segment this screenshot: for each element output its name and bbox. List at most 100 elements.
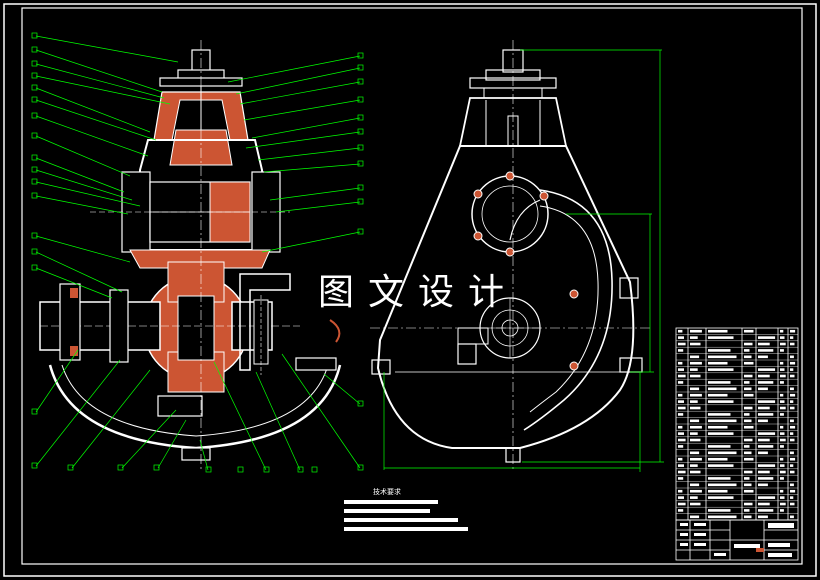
parts-list-entry	[758, 413, 774, 416]
parts-list-entry	[780, 496, 785, 499]
parts-list-entry	[790, 393, 796, 397]
outer-frame	[3, 3, 817, 577]
parts-list-entry	[744, 477, 750, 480]
parts-list-entry	[758, 470, 770, 474]
parts-list-entry	[758, 342, 770, 346]
parts-list-entry	[708, 509, 731, 512]
parts-list-entry	[678, 349, 684, 352]
parts-list-entry	[708, 349, 731, 352]
parts-list-entry	[678, 425, 683, 429]
parts-list-entry	[708, 419, 737, 423]
parts-list-entry	[690, 496, 698, 499]
parts-list-entry	[790, 374, 795, 378]
parts-list-entry	[678, 342, 686, 346]
parts-list-entry	[744, 349, 750, 352]
parts-list-entry	[758, 483, 768, 487]
parts-list-entry	[708, 361, 728, 365]
parts-list-entry	[678, 445, 684, 448]
parts-list-entry	[708, 393, 728, 397]
parts-list-entry	[758, 502, 770, 506]
title-block-fill	[680, 523, 794, 557]
parts-list-entry	[690, 406, 701, 410]
parts-list-entry	[780, 509, 784, 512]
parts-list-entry	[780, 368, 785, 371]
parts-list-entry	[678, 457, 683, 461]
callout-markers	[31, 32, 364, 473]
parts-list-entry	[780, 381, 784, 384]
parts-list-entry	[780, 374, 786, 378]
parts-list-entry	[678, 393, 683, 397]
leader-lines-right-of-left-view	[199, 55, 361, 471]
parts-list-entry	[780, 432, 785, 435]
parts-list-entry	[744, 438, 753, 442]
parts-list-entry	[708, 477, 731, 480]
parts-list-entries	[678, 329, 796, 519]
parts-list-entry	[744, 387, 752, 391]
parts-list-entry	[708, 445, 731, 448]
parts-list-entry	[708, 432, 734, 435]
parts-list-entry	[678, 477, 684, 480]
parts-list-entry	[780, 464, 785, 467]
parts-list-entry	[790, 464, 794, 467]
parts-list-entry	[744, 470, 753, 474]
parts-list-entry	[758, 477, 774, 480]
parts-list-entry	[678, 502, 686, 506]
parts-list-entry	[744, 361, 754, 365]
parts-list-entry	[744, 502, 753, 506]
parts-list-entry	[790, 419, 794, 423]
parts-list-entry	[744, 329, 754, 333]
parts-list-entry	[690, 393, 702, 397]
parts-list-entry	[780, 400, 785, 403]
parts-list-entry	[780, 336, 785, 339]
dimension-lines	[383, 49, 664, 472]
parts-list-entry	[780, 425, 784, 429]
watermark-text: 图文设计	[318, 272, 519, 313]
parts-list-entry	[690, 438, 701, 442]
parts-list-entry	[758, 400, 776, 403]
parts-list-entry	[758, 381, 774, 384]
parts-list-entry	[708, 387, 737, 391]
parts-list-entry	[708, 483, 737, 487]
parts-list-entry	[708, 451, 737, 455]
parts-list-entry	[780, 329, 784, 333]
parts-list-entry	[758, 432, 776, 435]
parts-list-entry	[690, 502, 701, 506]
parts-list-entry	[690, 361, 702, 365]
parts-list-entry	[790, 483, 794, 487]
parts-list-entry	[758, 419, 768, 423]
parts-list-entry	[790, 425, 796, 429]
parts-list-entry	[758, 336, 776, 339]
parts-list-entry	[690, 419, 700, 423]
inner-frame	[21, 7, 803, 565]
parts-list-entry	[678, 381, 684, 384]
parts-list-entry	[758, 368, 776, 371]
parts-list-entry	[690, 483, 700, 487]
parts-list-entry	[708, 425, 728, 429]
parts-list-entry	[678, 368, 684, 371]
parts-list-entry	[758, 445, 774, 448]
parts-list-rows	[676, 334, 798, 514]
parts-list-entry	[690, 355, 700, 359]
parts-list-entry	[678, 489, 683, 493]
parts-list-entry	[690, 457, 702, 461]
parts-list-entry	[708, 355, 737, 359]
parts-list-entry	[708, 464, 734, 467]
parts-list-entry	[708, 515, 737, 519]
parts-list-entry	[790, 406, 795, 410]
parts-list-entry	[690, 387, 700, 391]
parts-list-entry	[678, 438, 686, 442]
parts-list-entry	[758, 464, 776, 467]
parts-list-entry	[744, 451, 752, 455]
title-block	[675, 519, 799, 561]
parts-list-entry	[758, 515, 768, 519]
parts-list-entry	[780, 502, 786, 506]
parts-list-entry	[678, 496, 684, 499]
parts-list-entry	[744, 425, 754, 429]
parts-list-entry	[780, 457, 784, 461]
parts-list-entry	[708, 457, 728, 461]
parts-list-entry	[678, 406, 686, 410]
parts-list-entry	[758, 438, 770, 442]
parts-list-entry	[744, 515, 752, 519]
parts-list-entry	[758, 374, 770, 378]
parts-list-entry	[678, 464, 684, 467]
